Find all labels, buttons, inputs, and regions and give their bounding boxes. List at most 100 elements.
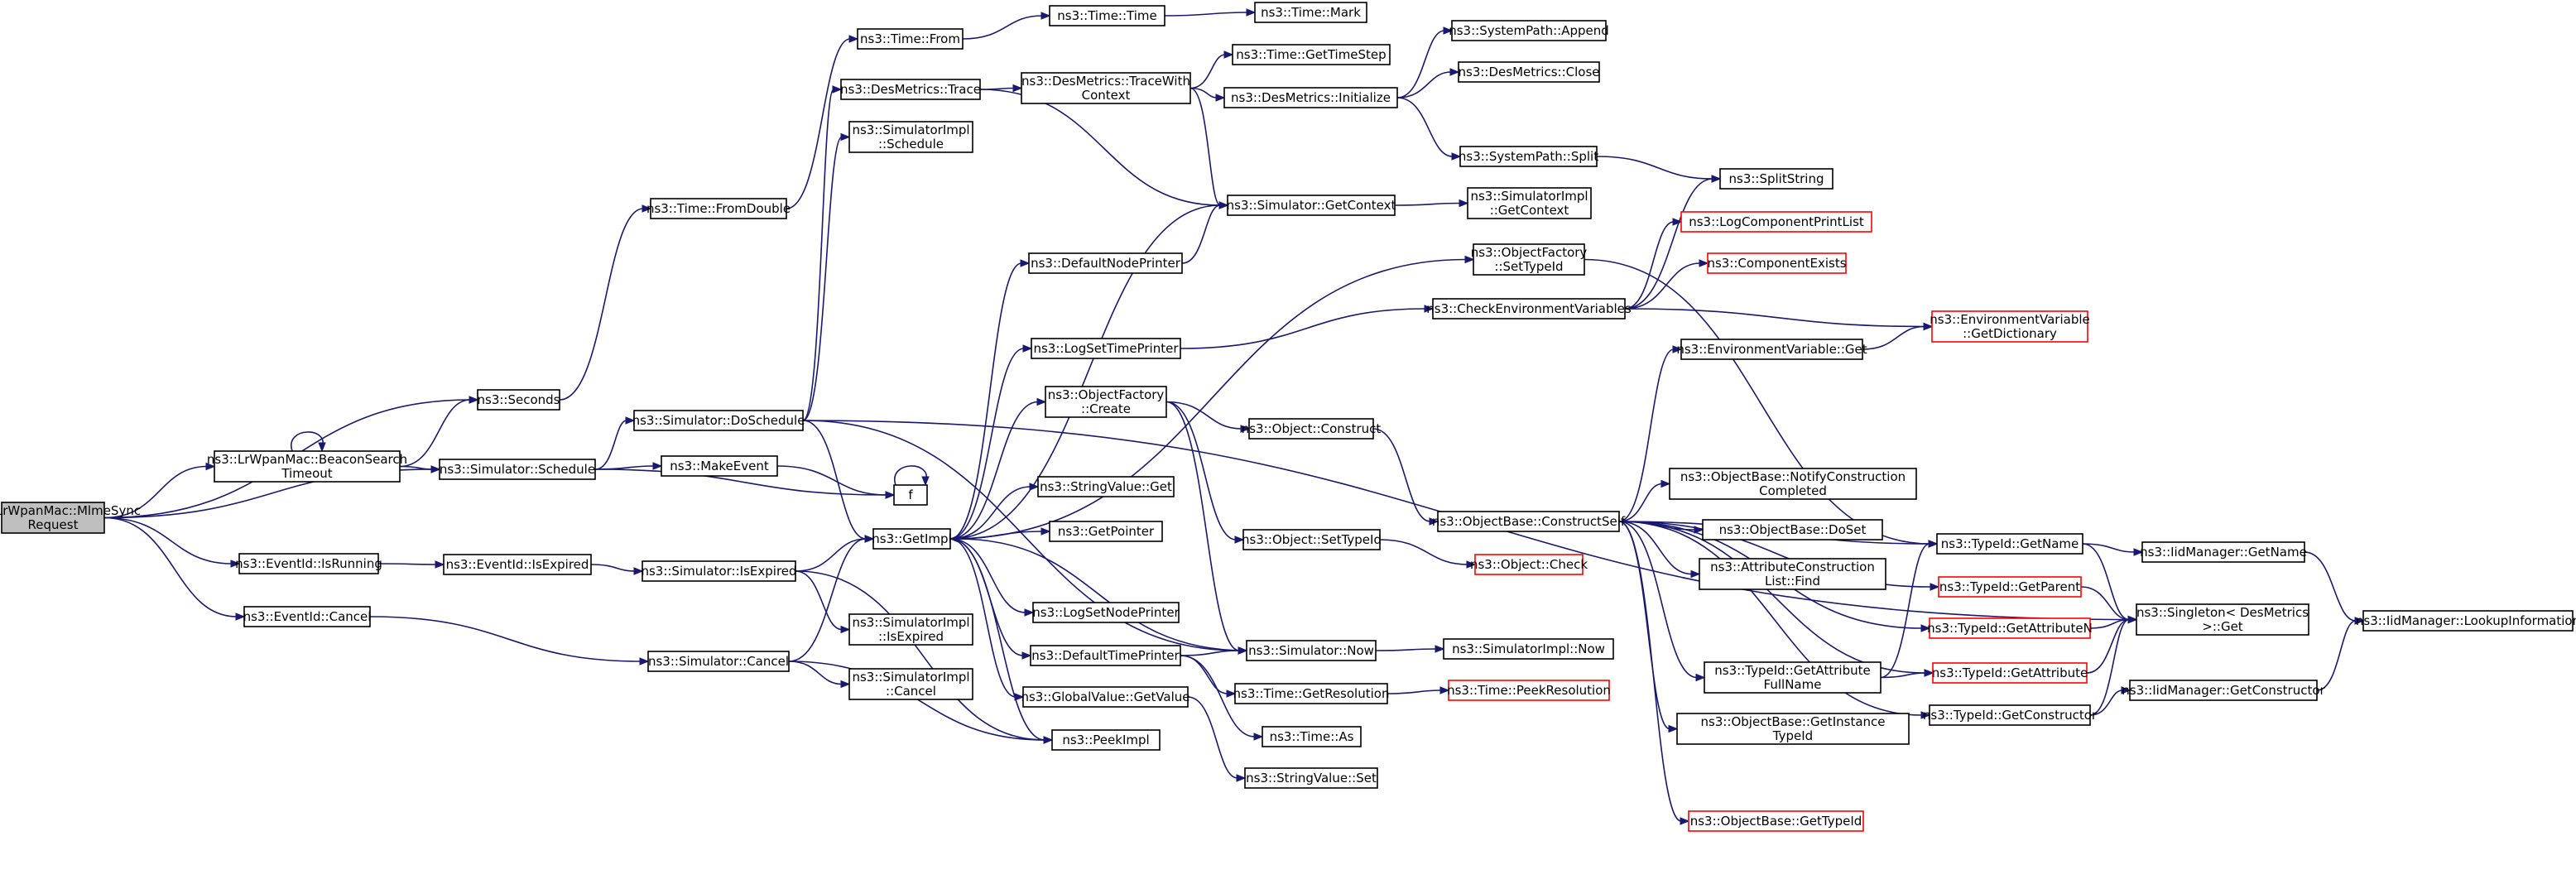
node-gvget[interactable]: ns3::GlobalValue::GetValue bbox=[1021, 686, 1190, 708]
node-iidgetname[interactable]: ns3::IidManager::GetName bbox=[2140, 541, 2307, 563]
node-objcheck[interactable]: ns3::Object::Check bbox=[1470, 554, 1588, 575]
node-makeevent[interactable]: ns3::MakeEvent bbox=[661, 455, 778, 477]
edge-doschedule-to-getimpl bbox=[802, 420, 875, 543]
node-iidlookup[interactable]: ns3::IidManager::LookupInformation bbox=[2356, 610, 2576, 632]
node-doschedule[interactable]: ns3::Simulator::DoSchedule bbox=[632, 410, 805, 431]
node-getres[interactable]: ns3::Time::GetResolution bbox=[1233, 683, 1390, 704]
node-box bbox=[642, 560, 796, 582]
node-defnode[interactable]: ns3::DefaultNodePrinter bbox=[1028, 252, 1183, 274]
node-schedule[interactable]: ns3::Simulator::Schedule bbox=[439, 459, 596, 480]
node-box bbox=[1022, 686, 1189, 708]
node-logsettime[interactable]: ns3::LogSetTimePrinter bbox=[1031, 338, 1181, 359]
node-logsetnode[interactable]: ns3::LogSetNodePrinter bbox=[1032, 602, 1180, 623]
node-tidgetattrn[interactable]: ns3::TypeId::GetAttributeN bbox=[1927, 617, 2093, 639]
node-timeas[interactable]: ns3::Time::As bbox=[1262, 726, 1362, 747]
node-evcancel[interactable]: ns3::EventId::Cancel bbox=[243, 606, 372, 627]
node-getpointer[interactable]: ns3::GetPointer bbox=[1049, 521, 1163, 542]
node-label: ns3::DesMetrics::Trace bbox=[840, 82, 981, 97]
node-notifyconstr[interactable]: ns3::ObjectBase::NotifyConstructionCompl… bbox=[1669, 468, 1917, 500]
node-envget[interactable]: ns3::EnvironmentVariable::Get bbox=[1676, 339, 1867, 360]
node-compexists[interactable]: ns3::ComponentExists bbox=[1707, 252, 1847, 274]
node-simnow[interactable]: ns3::Simulator::Now bbox=[1246, 640, 1377, 661]
node-splitstring[interactable]: ns3::SplitString bbox=[1719, 168, 1833, 190]
node-label: ns3::SimulatorImpl bbox=[852, 670, 969, 685]
edge-checkenv-to-logcomp bbox=[1624, 218, 1683, 310]
node-box bbox=[1030, 645, 1181, 666]
node-constructself[interactable]: ns3::ObjectBase::ConstructSelf bbox=[1432, 511, 1626, 532]
node-envdict[interactable]: ns3::EnvironmentVariable::GetDictionary bbox=[1930, 310, 2090, 343]
node-ofcreate[interactable]: ns3::ObjectFactory::Create bbox=[1045, 386, 1167, 418]
node-label: ns3::GlobalValue::GetValue bbox=[1021, 689, 1189, 704]
node-seconds[interactable]: ns3::Seconds bbox=[477, 389, 560, 411]
node-getcontext[interactable]: ns3::Simulator::GetContext bbox=[1227, 195, 1396, 216]
node-fromdouble[interactable]: ns3::Time::FromDouble bbox=[646, 198, 791, 219]
node-timetime[interactable]: ns3::Time::Time bbox=[1049, 5, 1165, 26]
node-label: ns3::SimulatorImpl bbox=[1470, 189, 1588, 204]
node-strget[interactable]: ns3::StringValue::Get bbox=[1037, 476, 1175, 497]
edge-simnow-to-implnow bbox=[1375, 645, 1445, 653]
node-sysappend[interactable]: ns3::SystemPath::Append bbox=[1449, 20, 1609, 41]
node-tidgetctor[interactable]: ns3::TypeId::GetConstructor bbox=[1923, 704, 2098, 726]
node-evexpired[interactable]: ns3::EventId::IsExpired bbox=[443, 554, 592, 575]
node-implcancel[interactable]: ns3::SimulatorImpl::Cancel bbox=[848, 668, 973, 700]
node-logcomp[interactable]: ns3::LogComponentPrintList bbox=[1680, 211, 1872, 233]
node-objconstruct[interactable]: ns3::Object::Construct bbox=[1242, 418, 1382, 440]
edge-beacon-to-beacon bbox=[291, 431, 326, 453]
node-strset[interactable]: ns3::StringValue::Set bbox=[1244, 767, 1378, 789]
edge-iidgetname-to-iidlookup bbox=[2304, 551, 2365, 625]
node-desinit[interactable]: ns3::DesMetrics::Initialize bbox=[1223, 87, 1398, 108]
edge-objconstruct-to-constructself bbox=[1372, 428, 1439, 526]
node-implisexpired[interactable]: ns3::SimulatorImpl::IsExpired bbox=[848, 613, 973, 646]
node-box bbox=[1719, 168, 1833, 190]
node-label: >::Get bbox=[2202, 619, 2243, 634]
edge-constructself-to-envget bbox=[1618, 345, 1683, 522]
node-tidgetparent[interactable]: ns3::TypeId::GetParent bbox=[1938, 576, 2082, 598]
edge-fromdouble-to-timefrom bbox=[786, 35, 859, 209]
edge-getimpl-to-strget bbox=[949, 483, 1040, 540]
node-implschedule[interactable]: ns3::SimulatorImpl::Schedule bbox=[848, 121, 973, 153]
node-implnow[interactable]: ns3::SimulatorImpl::Now bbox=[1443, 638, 1614, 660]
node-label: ns3::SimulatorImpl bbox=[852, 615, 969, 630]
node-objsettypeid[interactable]: ns3::Object::SetTypeId bbox=[1242, 529, 1382, 550]
node-box bbox=[1680, 211, 1872, 233]
node-gettimestep[interactable]: ns3::Time::GetTimeStep bbox=[1232, 44, 1391, 65]
node-label: ns3::Time::FromDouble bbox=[646, 201, 791, 216]
node-timefrom[interactable]: ns3::Time::From bbox=[857, 28, 964, 50]
node-box bbox=[1262, 726, 1362, 747]
node-label: TypeId bbox=[1772, 728, 1813, 743]
node-singleton[interactable]: ns3::Singleton< DesMetrics >::Get bbox=[2136, 603, 2309, 636]
node-iidgetctor[interactable]: ns3::IidManager::GetConstructor bbox=[2122, 680, 2326, 701]
node-desclose[interactable]: ns3::DesMetrics::Close bbox=[1458, 61, 1600, 83]
node-box bbox=[1459, 146, 1598, 167]
node-destrace[interactable]: ns3::DesMetrics::Trace bbox=[840, 79, 981, 100]
node-timemark[interactable]: ns3::Time::Mark bbox=[1254, 2, 1367, 23]
node-box bbox=[1432, 298, 1626, 319]
node-label: ns3::TypeId::GetParent bbox=[1939, 579, 2080, 594]
node-peekimpl[interactable]: ns3::PeekImpl bbox=[1051, 729, 1161, 751]
node-syssplit[interactable]: ns3::SystemPath::Split bbox=[1459, 146, 1598, 167]
node-obgettypeid[interactable]: ns3::ObjectBase::GetTypeId bbox=[1688, 810, 1864, 832]
node-implgetcontext[interactable]: ns3::SimulatorImpl::GetContext bbox=[1467, 187, 1592, 219]
node-f[interactable]: f bbox=[893, 484, 928, 506]
node-tidgetattr[interactable]: ns3::TypeId::GetAttribute bbox=[1932, 662, 2088, 684]
node-tidgetname[interactable]: ns3::TypeId::GetName bbox=[1936, 533, 2083, 555]
node-checkenv[interactable]: ns3::CheckEnvironmentVariables bbox=[1426, 298, 1632, 319]
edge-getimpl-to-defnode bbox=[949, 259, 1031, 540]
node-label: ns3::Time::From bbox=[860, 31, 960, 46]
node-label: ns3::IidManager::GetConstructor bbox=[2122, 683, 2325, 698]
node-evrunning[interactable]: ns3::EventId::IsRunning bbox=[235, 553, 382, 574]
node-doset[interactable]: ns3::ObjectBase::DoSet bbox=[1702, 519, 1883, 540]
node-deftime[interactable]: ns3::DefaultTimePrinter bbox=[1030, 645, 1181, 666]
node-peekres[interactable]: ns3::Time::PeekResolution bbox=[1447, 680, 1611, 701]
edge-constructself-to-obgettypeid bbox=[1618, 521, 1690, 825]
node-simcancel[interactable]: ns3::Simulator::Cancel bbox=[647, 651, 790, 672]
node-getimpl[interactable]: ns3::GetImpl bbox=[872, 528, 952, 550]
node-simisexpired[interactable]: ns3::Simulator::IsExpired bbox=[641, 560, 797, 582]
node-ofsettypeid[interactable]: ns3::ObjectFactory::SetTypeId bbox=[1471, 243, 1588, 276]
